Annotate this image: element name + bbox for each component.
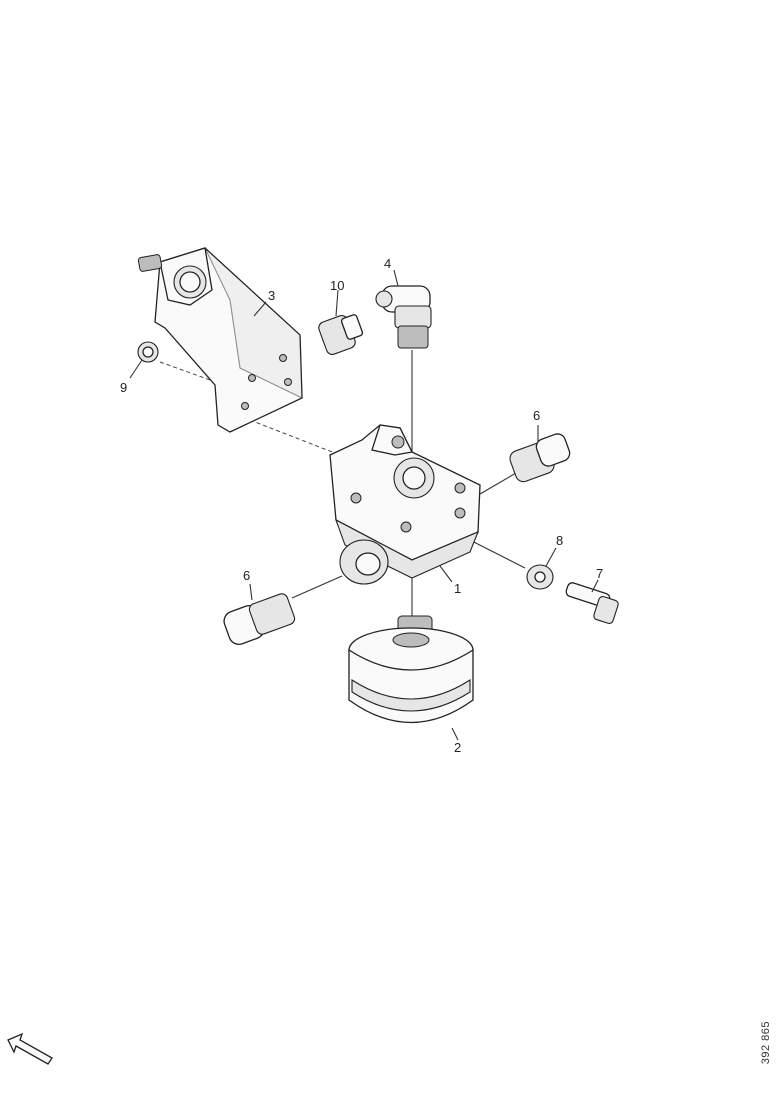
callout-leaders (129, 269, 599, 741)
elbow-fitting (375, 285, 432, 349)
callout-labels: 3 4 10 9 6 8 7 1 6 2 (120, 256, 603, 755)
silencer (348, 615, 474, 724)
callout-9: 9 (120, 380, 127, 395)
callout-3: 3 (268, 288, 275, 303)
alignment-lines (159, 350, 526, 622)
connector-10 (318, 314, 364, 355)
callout-6-left: 6 (243, 568, 250, 583)
mounting-bracket (137, 247, 303, 433)
bolt (565, 582, 619, 625)
nut (137, 341, 159, 363)
callout-7: 7 (596, 566, 603, 581)
callout-2: 2 (454, 740, 461, 755)
drawing-number: 392 865 (760, 1020, 772, 1064)
callout-6-right: 6 (533, 408, 540, 423)
fitting-left (223, 593, 296, 645)
washer (526, 564, 554, 590)
callout-8: 8 (556, 533, 563, 548)
forward-arrow-icon (7, 1032, 53, 1065)
fitting-right (509, 433, 571, 483)
callout-4: 4 (384, 256, 391, 271)
callout-1: 1 (454, 581, 461, 596)
callout-10: 10 (330, 278, 344, 293)
valve-body (329, 424, 481, 585)
